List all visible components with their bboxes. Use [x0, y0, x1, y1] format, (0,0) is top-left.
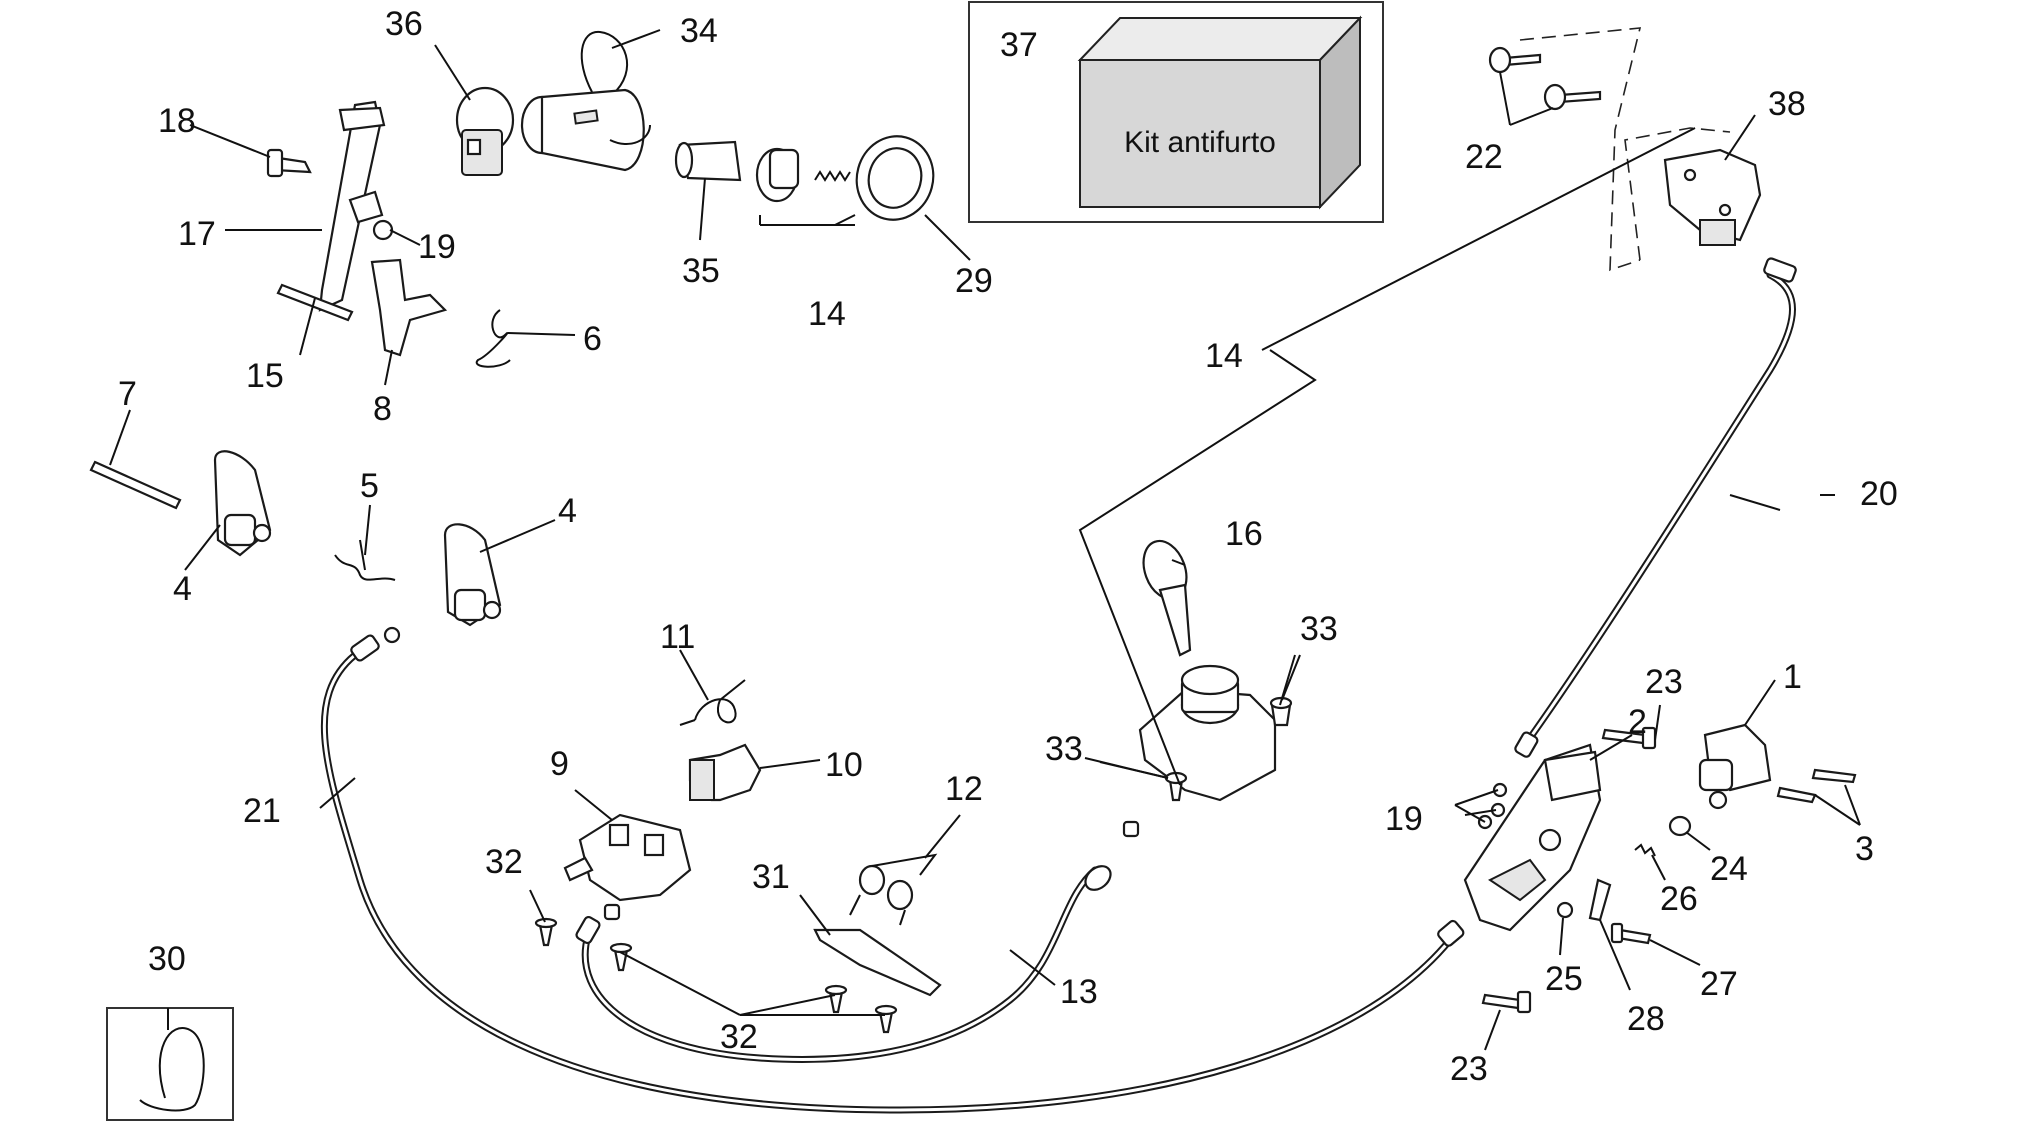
callout-23b: 23	[1450, 1050, 1488, 1088]
parts	[89, 30, 1857, 1034]
callout-30: 30	[148, 940, 186, 978]
callout-24: 24	[1710, 850, 1748, 888]
callout-29: 29	[955, 262, 993, 300]
callout-17: 17	[178, 215, 216, 253]
callout-23a: 23	[1645, 663, 1683, 701]
kit-number: 37	[1000, 26, 1038, 64]
callout-21: 21	[243, 792, 281, 830]
callout-35: 35	[682, 252, 720, 290]
callout-16: 16	[1225, 515, 1263, 553]
callout-15: 15	[246, 357, 284, 395]
callout-19a: 19	[418, 228, 456, 266]
callout-26: 26	[1660, 880, 1698, 918]
callout-32a: 32	[485, 843, 523, 881]
callout-31: 31	[752, 858, 790, 896]
callout-5: 5	[360, 467, 379, 505]
callout-3: 3	[1855, 830, 1874, 868]
callout-4a: 4	[173, 570, 192, 608]
callout-34: 34	[680, 12, 718, 50]
callout-38: 38	[1768, 85, 1806, 123]
kit-antifurto-box: 37 Kit antifurto	[968, 1, 1384, 223]
callout-18: 18	[158, 102, 196, 140]
callout-4b: 4	[558, 492, 577, 530]
callout-20: 20	[1860, 475, 1898, 513]
callout-28: 28	[1627, 1000, 1665, 1038]
callout-36: 36	[385, 5, 423, 43]
callout-12: 12	[945, 770, 983, 808]
callout-8: 8	[373, 390, 392, 428]
callout-7: 7	[118, 375, 137, 413]
cable-13	[581, 866, 1099, 1063]
callout-14b: 14	[808, 295, 846, 333]
callout-10: 10	[825, 746, 863, 784]
callout-numbers: 1 2 3 4 4 5 6 7 8 9 10 11 12 13 14 14 15…	[118, 5, 1898, 1088]
callout-25: 25	[1545, 960, 1583, 998]
callout-33b: 33	[1300, 610, 1338, 648]
callout-2: 2	[1628, 703, 1647, 741]
dashed-frame	[1519, 27, 1731, 272]
callout-13: 13	[1060, 973, 1098, 1011]
callout-19b: 19	[1385, 800, 1423, 838]
leader-lines	[109, 29, 1861, 1051]
callout-14a: 14	[1205, 337, 1243, 375]
cables	[320, 257, 1797, 1114]
callout-27: 27	[1700, 965, 1738, 1003]
part-30-box	[106, 1007, 234, 1121]
callout-1: 1	[1783, 658, 1802, 696]
callout-33a: 33	[1045, 730, 1083, 768]
callout-11: 11	[660, 618, 695, 656]
callout-6: 6	[583, 320, 602, 358]
callout-22: 22	[1465, 138, 1503, 176]
kit-label: Kit antifurto	[1124, 126, 1276, 159]
callout-32b: 32	[720, 1018, 758, 1056]
callout-9: 9	[550, 745, 569, 783]
